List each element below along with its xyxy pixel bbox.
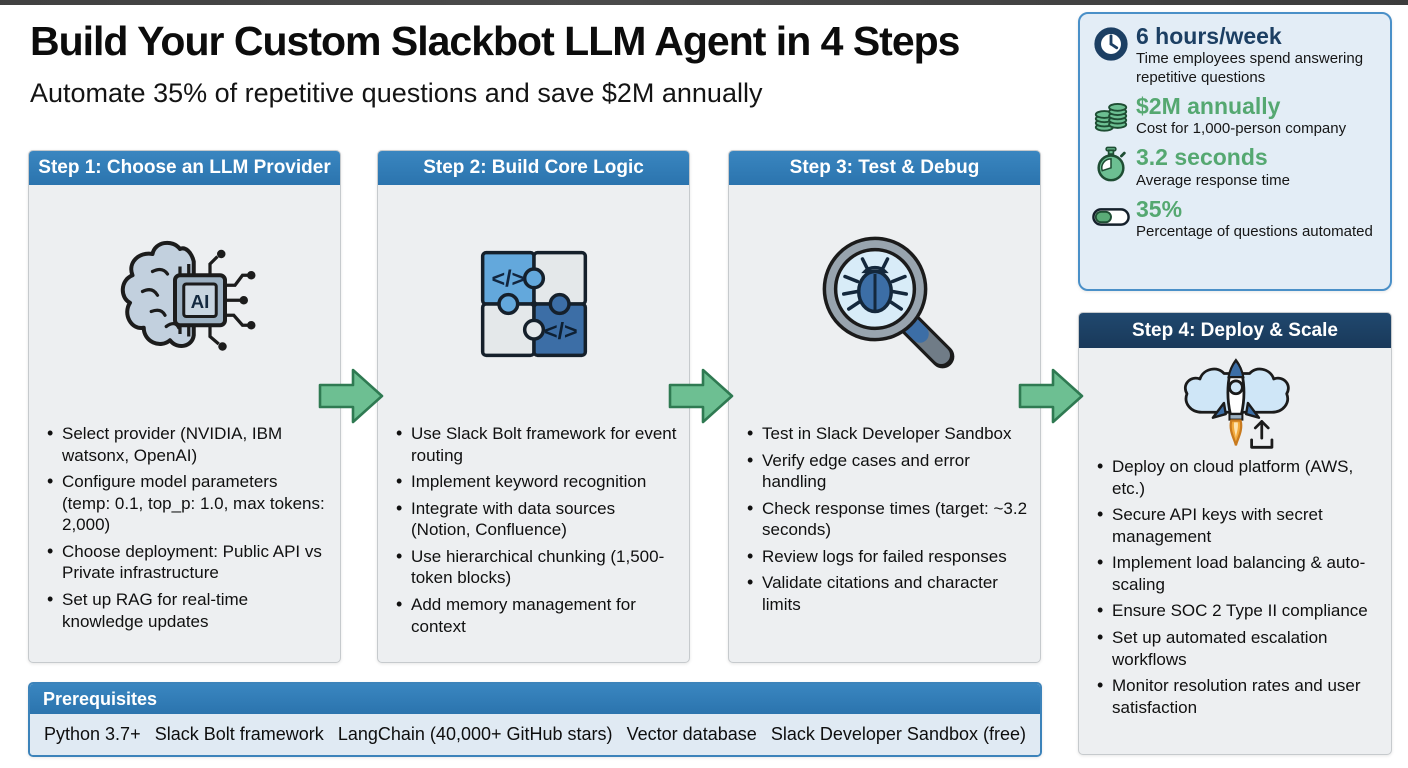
bullet-item: Test in Slack Developer Sandbox bbox=[743, 422, 1028, 445]
bullet-item: Monitor resolution rates and user satisf… bbox=[1093, 674, 1379, 718]
bullet-item: Use Slack Bolt framework for event routi… bbox=[392, 422, 677, 466]
stat-value: $2M annually bbox=[1136, 92, 1281, 119]
stat-value: 6 hours/week bbox=[1136, 23, 1282, 49]
bullet-item: Implement load balancing & auto-scaling bbox=[1093, 551, 1379, 595]
bullet-item: Add memory management for context bbox=[392, 593, 677, 637]
svg-text:</>: </> bbox=[543, 318, 577, 344]
stat-description: Average response time bbox=[1136, 171, 1290, 189]
step-1-bullet-list: Select provider (NVIDIA, IBM watsonx, Op… bbox=[29, 422, 340, 632]
prerequisite-item: Slack Bolt framework bbox=[154, 724, 324, 744]
stat-description: Cost for 1,000-person company bbox=[1136, 120, 1347, 138]
bullet-item: Set up automated escalation workflows bbox=[1093, 626, 1379, 670]
brain-ai-chip-icon: AI bbox=[29, 185, 340, 423]
arrow-right-icon bbox=[668, 368, 734, 424]
prerequisites-bar: Prerequisites Python 3.7+ Slack Bolt fra… bbox=[28, 682, 1042, 757]
clock-icon bbox=[1090, 24, 1132, 63]
stat-value: 3.2 seconds bbox=[1136, 144, 1268, 171]
bullet-item: Configure model parameters (temp: 0.1, t… bbox=[43, 470, 328, 536]
stat-cost: $2M annually Cost for 1,000-person compa… bbox=[1090, 92, 1380, 139]
prerequisite-item: LangChain (40,000+ GitHub stars) bbox=[337, 724, 613, 744]
step-4-header: Step 4: Deploy & Scale bbox=[1079, 313, 1391, 348]
bullet-item: Set up RAG for real-time knowledge updat… bbox=[43, 588, 328, 632]
step-1-card: Step 1: Choose an LLM Provider AI Select… bbox=[28, 150, 341, 663]
prerequisites-title: Prerequisites bbox=[30, 684, 1040, 714]
step-1-header: Step 1: Choose an LLM Provider bbox=[29, 151, 340, 185]
step-3-bullet-list: Test in Slack Developer Sandbox Verify e… bbox=[729, 422, 1040, 616]
stat-automated-pct: 35% Percentage of questions automated bbox=[1090, 196, 1380, 242]
bullet-item: Secure API keys with secret management bbox=[1093, 503, 1379, 547]
rocket-cloud-icon bbox=[1079, 348, 1391, 452]
stats-panel: 6 hours/week Time employees spend answer… bbox=[1078, 12, 1392, 291]
bullet-item: Select provider (NVIDIA, IBM watsonx, Op… bbox=[43, 422, 328, 466]
step-4-bullet-list: Deploy on cloud platform (AWS, etc.) Sec… bbox=[1079, 452, 1391, 718]
prerequisite-item: Slack Developer Sandbox (free) bbox=[770, 724, 1026, 744]
prerequisite-item: Python 3.7+ bbox=[44, 724, 141, 744]
bullet-item: Review logs for failed responses bbox=[743, 545, 1028, 568]
bullet-item: Integrate with data sources (Notion, Con… bbox=[392, 497, 677, 541]
bullet-item: Check response times (target: ~3.2 secon… bbox=[743, 497, 1028, 541]
stat-description: Percentage of questions automated bbox=[1136, 223, 1373, 241]
stat-response-time: 3.2 seconds Average response time bbox=[1090, 145, 1380, 190]
stopwatch-icon bbox=[1090, 145, 1132, 184]
bullet-item: Deploy on cloud platform (AWS, etc.) bbox=[1093, 455, 1379, 499]
bullet-item: Choose deployment: Public API vs Private… bbox=[43, 540, 328, 584]
stat-time-spent: 6 hours/week Time employees spend answer… bbox=[1090, 23, 1380, 87]
bullet-item: Verify edge cases and error handling bbox=[743, 449, 1028, 493]
prerequisites-list: Python 3.7+ Slack Bolt framework LangCha… bbox=[30, 714, 1040, 755]
progress-bar-icon bbox=[1090, 197, 1132, 236]
image-top-edge bbox=[0, 0, 1408, 5]
puzzle-code-icon: </> </> bbox=[378, 185, 689, 423]
arrow-right-icon bbox=[1018, 368, 1084, 424]
bullet-item: Ensure SOC 2 Type II compliance bbox=[1093, 599, 1379, 622]
step-3-card: Step 3: Test & Debug Test in Slack Devel… bbox=[728, 150, 1041, 663]
arrow-right-icon bbox=[318, 368, 384, 424]
svg-text:</>: </> bbox=[491, 266, 525, 292]
bug-magnifier-icon bbox=[729, 185, 1040, 423]
stat-description: Time employees spend answering repetitiv… bbox=[1136, 50, 1364, 86]
bullet-item: Implement keyword recognition bbox=[392, 470, 677, 493]
bullet-item: Use hierarchical chunking (1,500-token b… bbox=[392, 545, 677, 589]
page-subtitle: Automate 35% of repetitive questions and… bbox=[30, 78, 763, 108]
prerequisite-item: Vector database bbox=[626, 724, 757, 744]
step-2-card: Step 2: Build Core Logic </> </> Use Sla… bbox=[377, 150, 690, 663]
step-3-header: Step 3: Test & Debug bbox=[729, 151, 1040, 185]
step-2-header: Step 2: Build Core Logic bbox=[378, 151, 689, 185]
bullet-item: Validate citations and character limits bbox=[743, 571, 1028, 615]
page-title: Build Your Custom Slackbot LLM Agent in … bbox=[30, 18, 960, 64]
svg-text:AI: AI bbox=[190, 291, 209, 312]
step-4-card: Step 4: Deploy & Scale Deploy on cloud p… bbox=[1078, 312, 1392, 755]
coins-icon bbox=[1090, 94, 1132, 133]
step-2-bullet-list: Use Slack Bolt framework for event routi… bbox=[378, 422, 689, 637]
stat-value: 35% bbox=[1136, 196, 1183, 223]
